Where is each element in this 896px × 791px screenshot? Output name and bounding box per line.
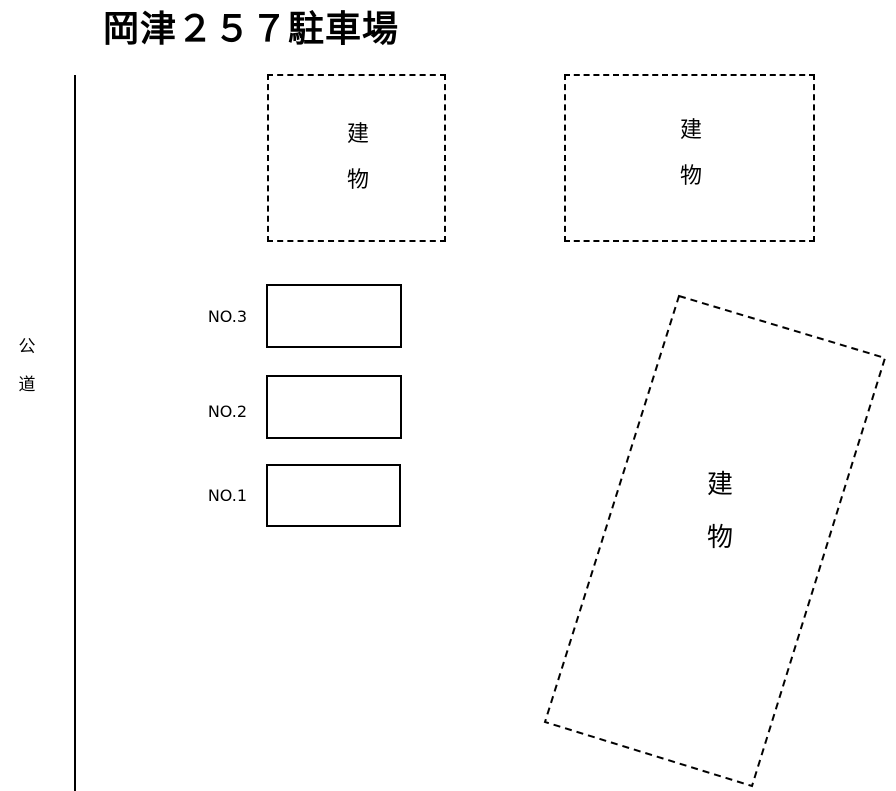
- parking-space-no3[interactable]: [266, 284, 402, 348]
- parking-space-label: NO.3: [207, 307, 247, 326]
- building-label: 建 物: [679, 118, 702, 189]
- page-title: 岡津２５７駐車場: [103, 9, 400, 50]
- building-rotated-outline: [543, 294, 887, 788]
- public-road-label: 公 道: [18, 337, 36, 395]
- parking-space-label: NO.2: [207, 402, 247, 421]
- building-label: 建 物: [706, 470, 733, 553]
- building-top-left: 建 物: [267, 74, 446, 242]
- public-road-line: [74, 75, 76, 791]
- parking-space-no1[interactable]: [266, 464, 401, 527]
- building-top-right: 建 物: [564, 74, 815, 242]
- building-label: 建 物: [346, 122, 369, 193]
- parking-space-label: NO.1: [207, 486, 247, 505]
- parking-space-no2[interactable]: [266, 375, 402, 439]
